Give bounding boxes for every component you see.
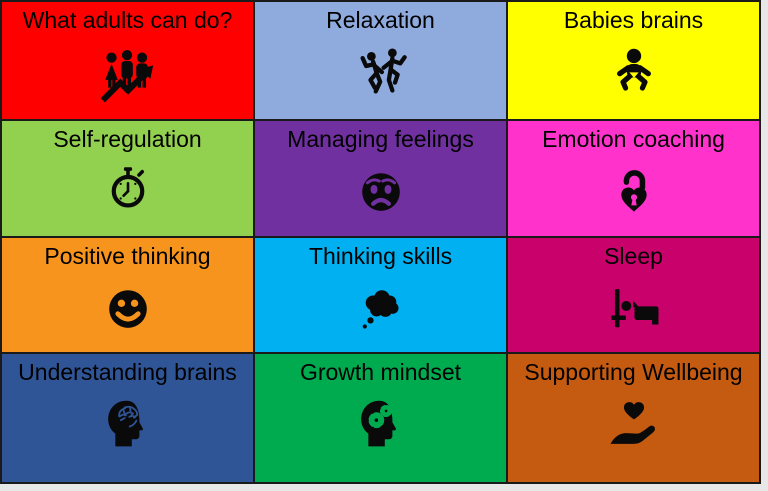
tile-understanding-brains[interactable]: Understanding brains	[2, 354, 253, 482]
tile-title: Babies brains	[563, 7, 704, 33]
dancing-people-icon	[353, 48, 409, 101]
tile-thinking-skills[interactable]: Thinking skills	[255, 238, 506, 352]
heart-padlock-icon	[620, 164, 647, 212]
tile-title: Managing feelings	[287, 126, 474, 152]
topic-grid: What adults can do? Relaxation	[0, 0, 761, 484]
tile-title: What adults can do?	[22, 7, 233, 33]
worried-face-icon	[361, 173, 400, 211]
tile-growth-mindset[interactable]: Growth mindset	[255, 354, 506, 482]
head-brain-icon	[107, 400, 143, 447]
tile-what-adults-can-do[interactable]: What adults can do?	[2, 2, 253, 119]
tile-title: Growth mindset	[299, 359, 462, 385]
tile-title: Thinking skills	[308, 243, 453, 269]
tile-title: Self-regulation	[53, 126, 202, 152]
tile-title: Relaxation	[326, 7, 435, 33]
tile-self-regulation[interactable]: Self-regulation	[2, 121, 253, 236]
hand-heart-icon	[609, 402, 655, 445]
tile-title: Positive thinking	[44, 243, 211, 269]
tile-title: Sleep	[604, 243, 663, 269]
tile-emotion-coaching[interactable]: Emotion coaching	[508, 121, 759, 236]
stopwatch-icon	[102, 167, 154, 216]
tile-title: Supporting Wellbeing	[524, 359, 743, 385]
tile-babies-brains[interactable]: Babies brains	[508, 2, 759, 119]
head-gears-icon	[360, 400, 396, 447]
tile-title: Understanding brains	[18, 359, 237, 385]
thought-bubble-icon	[362, 290, 398, 329]
baby-icon	[607, 48, 661, 99]
smiley-face-icon	[108, 290, 147, 328]
tile-sleep[interactable]: Sleep	[508, 238, 759, 352]
bed-icon	[610, 289, 658, 328]
tile-positive-thinking[interactable]: Positive thinking	[2, 238, 253, 352]
tile-managing-feelings[interactable]: Managing feelings	[255, 121, 506, 236]
tile-title: Emotion coaching	[542, 126, 725, 152]
people-growth-icon	[97, 49, 153, 107]
tile-supporting-wellbeing[interactable]: Supporting Wellbeing	[508, 354, 759, 482]
tile-relaxation[interactable]: Relaxation	[255, 2, 506, 119]
